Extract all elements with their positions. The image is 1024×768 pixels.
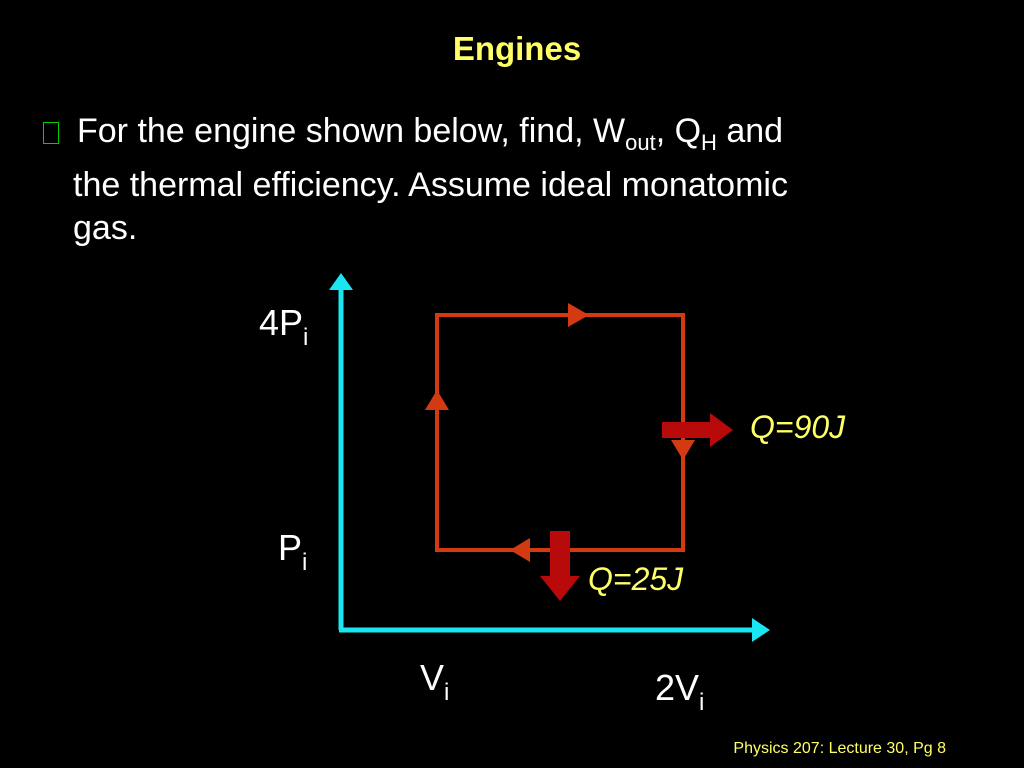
w-subscript: out: [625, 130, 656, 155]
left-direction-arrow-icon: [425, 390, 449, 410]
bullet-line-3: gas.: [73, 209, 138, 247]
heat-out-right-label: Q=90J: [750, 409, 846, 445]
bullet-line-1: For the engine shown below, find, Wout, …: [43, 110, 963, 164]
bottom-direction-arrow-icon: [510, 538, 530, 562]
bullet-marker-icon: [43, 122, 59, 144]
x-label-left: Vi: [420, 657, 449, 706]
y-axis-arrowhead-icon: [329, 273, 353, 290]
q-subscript: H: [701, 130, 717, 155]
heat-out-bottom-label: Q=25J: [588, 561, 684, 597]
top-direction-arrow-icon: [568, 303, 589, 327]
heat-out-bottom-arrow-icon: [540, 531, 580, 601]
bullet-line-2: the thermal efficiency. Assume ideal mon…: [73, 166, 788, 204]
slide-title: Engines: [452, 30, 582, 67]
x-label-right: 2Vi: [655, 667, 704, 716]
y-label-bottom: Pi: [278, 527, 307, 576]
problem-statement: For the engine shown below, find, Wout, …: [43, 110, 963, 250]
bullet-text-prefix: For the engine shown below, find, W: [77, 112, 626, 150]
y-label-top: 4Pi: [259, 302, 308, 351]
right-direction-arrow-icon: [671, 440, 695, 460]
x-axis-arrowhead-icon: [752, 618, 770, 642]
heat-out-right-arrow-icon: [662, 413, 733, 447]
engine-cycle-path: [435, 313, 685, 552]
bullet-text-suffix: and: [716, 112, 784, 150]
slide-footer: Physics 207: Lecture 30, Pg 8: [733, 740, 946, 757]
bullet-text-comma: , Q: [655, 112, 702, 150]
